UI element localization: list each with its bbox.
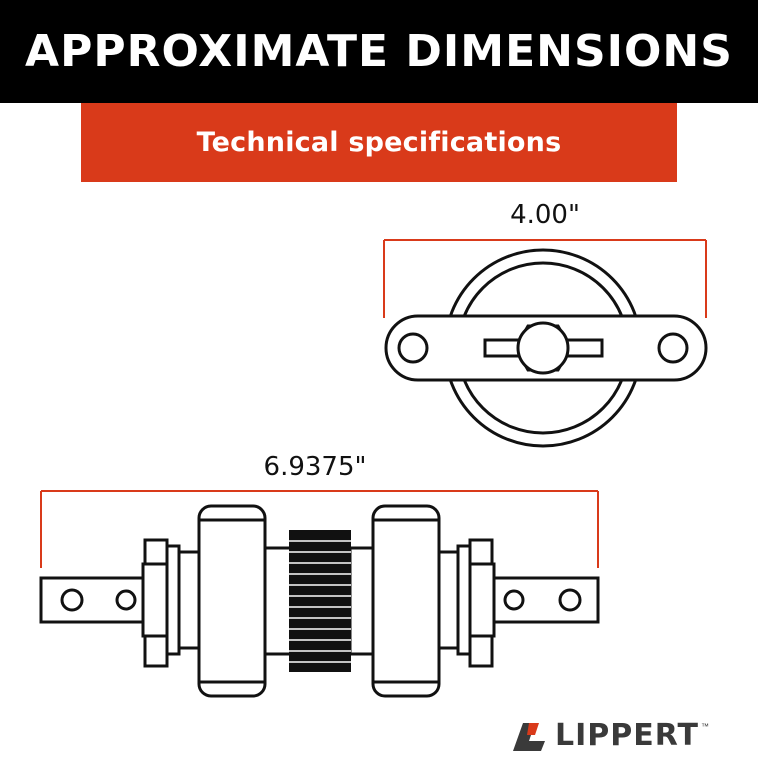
page-title: APPROXIMATE DIMENSIONS bbox=[25, 26, 733, 77]
brand-name: LIPPERT bbox=[555, 717, 699, 753]
dimension-label-width: 4.00" bbox=[510, 200, 580, 230]
brand-logo: LIPPERT ™ bbox=[505, 712, 709, 758]
header-bar: APPROXIMATE DIMENSIONS bbox=[0, 0, 758, 103]
top-view-part bbox=[384, 248, 708, 448]
top-dimension-bracket bbox=[383, 239, 707, 318]
bottom-view-part bbox=[39, 504, 600, 698]
lippert-logo-icon bbox=[513, 723, 545, 751]
bottom-dimension-bracket bbox=[40, 490, 599, 568]
subtitle-text: Technical specifications bbox=[196, 127, 562, 158]
knurled-gear bbox=[289, 530, 351, 672]
dimension-label-length: 6.9375" bbox=[263, 452, 367, 482]
brand-trademark: ™ bbox=[700, 722, 709, 731]
subtitle-banner: Technical specifications bbox=[81, 103, 677, 182]
